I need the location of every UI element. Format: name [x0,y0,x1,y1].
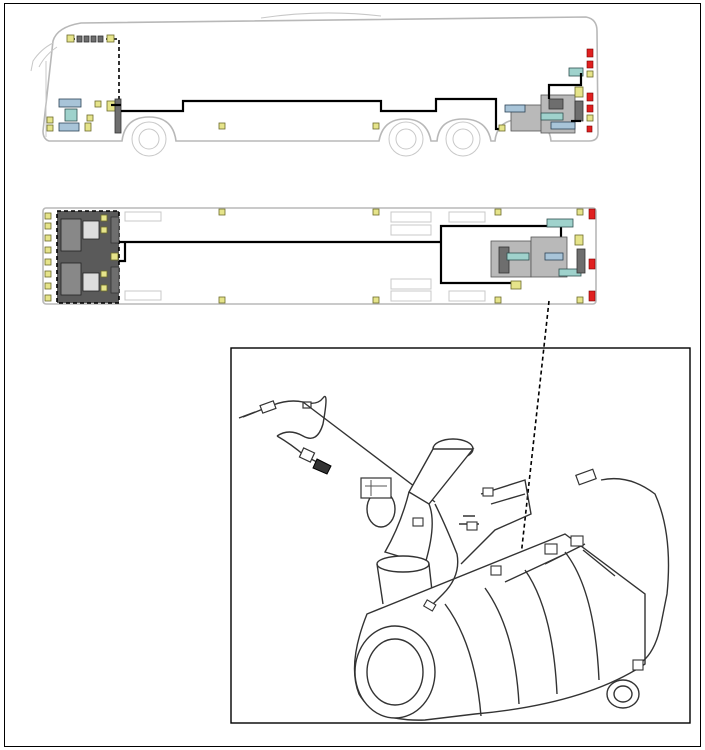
exhaust-aftertreatment-detail [238,395,670,721]
front-wheel [131,121,167,157]
bus-side-view [30,12,599,157]
front-cab-modules [60,214,120,296]
rear-lamps-side [586,48,594,133]
front-electrical-cluster [46,98,122,134]
exhaust-temperature-sensor-icon [238,395,332,475]
exhaust-inlet-pipe [360,438,475,605]
front-roof-connectors [66,34,115,43]
rear-engine-components-top [490,218,586,290]
detail-leader-line [520,300,550,557]
front-edge-connectors [44,212,52,302]
bus-side-outline [42,16,599,142]
detail-view-box [230,347,691,724]
diagram-frame [4,3,701,747]
bus-top-outline [42,207,597,305]
rear-engine-components-side [498,67,584,134]
exhaust-aftertreatment-unit-icon [353,533,646,721]
sensor-wiring [412,468,670,671]
wiring-location-diagram [30,12,691,724]
rear-lamps-top [576,208,596,304]
bus-top-view [42,207,597,557]
windshield [30,42,58,72]
rear-wheel [445,121,481,157]
side-main-harness [121,97,503,131]
top-main-harness [119,224,563,285]
middle-wheel [388,121,424,157]
